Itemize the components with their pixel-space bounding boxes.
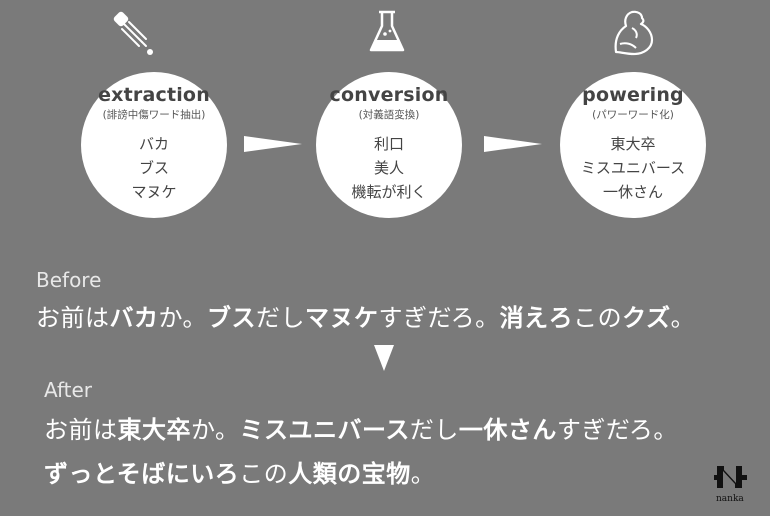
emphasized-phrase: バカ (109, 303, 159, 332)
stage-circle-conversion: conversion (対義語変換) 利口 美人 機転が利く (316, 72, 462, 218)
emphasized-phrase: 消えろ (499, 303, 574, 332)
stage-item: ミスユニバース (580, 159, 686, 177)
emphasized-phrase: ミスユニバース (239, 415, 410, 444)
stage-subtitle: (対義語変換) (358, 109, 420, 121)
after-label: After (44, 378, 93, 402)
emphasized-phrase: 人類の宝物 (288, 459, 411, 488)
sentence-fragment: か。 (158, 304, 208, 332)
stage-item: 一休さん (602, 183, 663, 201)
sentence-fragment: この (573, 304, 623, 332)
stage-item: 東大卒 (610, 135, 656, 153)
nanka-logo-icon (714, 466, 747, 488)
dropper-icon (113, 11, 153, 55)
arrow-right-icon (244, 136, 302, 152)
before-label: Before (36, 268, 102, 292)
before-sentence: お前はバカか。ブスだしマヌケすぎだろ。消えろこのクズ。 (36, 298, 695, 333)
logo-text: nanka (716, 494, 744, 504)
sentence-fragment: 。 (670, 304, 696, 332)
stage-title: powering (582, 84, 684, 106)
sentence-fragment: お前は (44, 416, 118, 444)
stage-item: 機転が利く (351, 183, 427, 201)
stage-item: 利口 (373, 135, 404, 153)
sentence-fragment: すぎだろ。 (556, 416, 678, 444)
emphasized-phrase: ずっとそばにいろ (44, 459, 240, 488)
sentence-fragment: か。 (191, 416, 240, 444)
stage-item: ブス (138, 159, 169, 177)
flask-icon (369, 10, 405, 52)
arrow-right-icon (484, 136, 542, 152)
stage-circle-powering: powering (パワーワード化) 東大卒 ミスユニバース 一休さん (560, 72, 706, 218)
stage-circle-extraction: extraction (誹謗中傷ワード抽出) バカ ブス マヌケ (81, 72, 227, 218)
sentence-fragment: すぎだろ。 (378, 304, 500, 332)
sentence-fragment: 。 (410, 460, 436, 488)
emphasized-phrase: 東大卒 (117, 415, 191, 444)
emphasized-phrase: クズ (622, 303, 671, 332)
emphasized-phrase: マヌケ (305, 303, 379, 332)
stage-title: extraction (98, 84, 210, 106)
after-sentence-line1: お前は東大卒か。ミスユニバースだし一休さんすぎだろ。 (44, 410, 678, 445)
arrow-down-icon (374, 345, 394, 371)
flexed-arm-icon (614, 10, 654, 56)
after-sentence-line2: ずっとそばにいろこの人類の宝物。 (44, 454, 435, 489)
sentence-fragment: だし (409, 416, 459, 444)
stage-subtitle: (誹謗中傷ワード抽出) (102, 109, 206, 121)
stage-item: マヌケ (131, 183, 177, 201)
stage-item: バカ (138, 135, 169, 153)
sentence-fragment: この (239, 460, 289, 488)
emphasized-phrase: 一休さん (458, 415, 557, 444)
sentence-fragment: だし (256, 304, 306, 332)
stage-title: conversion (329, 84, 449, 106)
stage-item: 美人 (373, 159, 404, 177)
sentence-fragment: お前は (36, 304, 110, 332)
emphasized-phrase: ブス (207, 303, 257, 332)
stage-subtitle: (パワーワード化) (592, 109, 674, 121)
